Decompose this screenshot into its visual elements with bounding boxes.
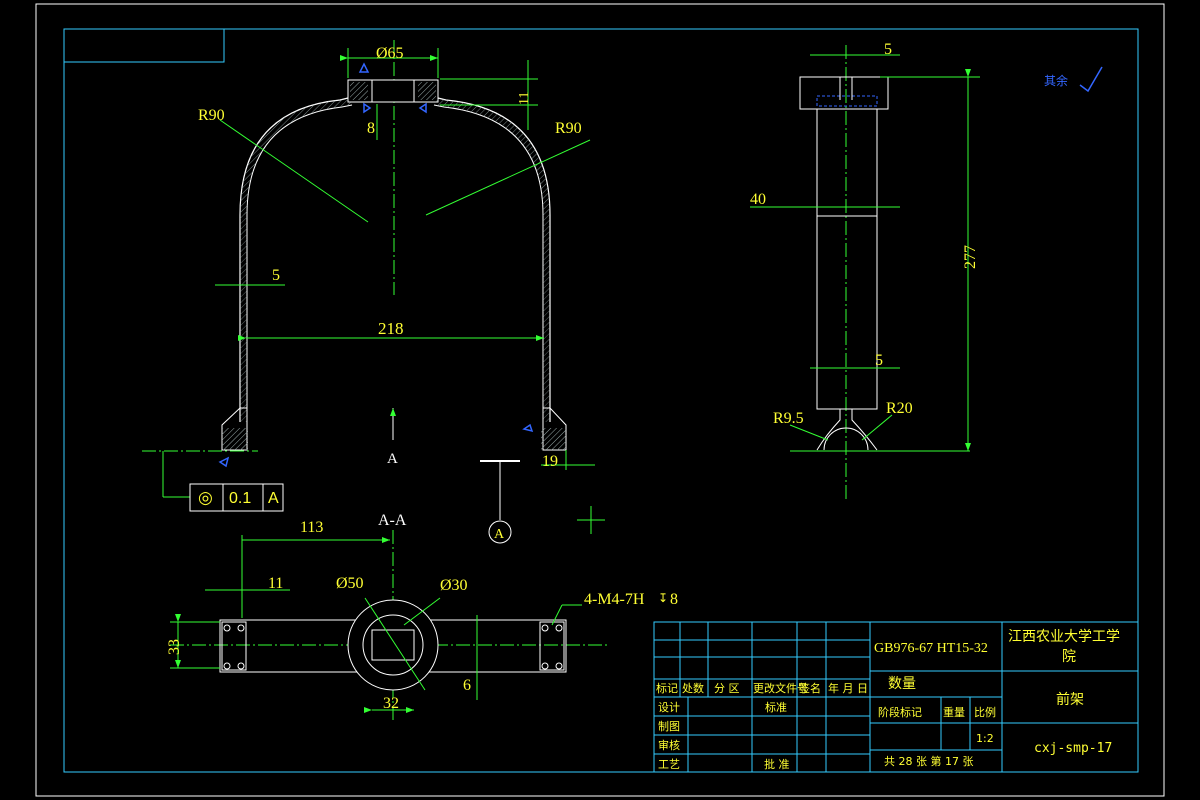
- section-title: A-A: [378, 512, 407, 529]
- front-view: [142, 40, 595, 544]
- sec-thread: 4-M4-7H: [584, 591, 645, 608]
- side-dim-bottom5: 5: [875, 352, 883, 369]
- dim-8: 8: [367, 120, 375, 137]
- gdt-datum: A: [268, 490, 279, 507]
- dim-top-dia: Ø65: [376, 45, 404, 62]
- tb-school-2: 院: [1062, 649, 1076, 665]
- gdt-symbol: ◎: [198, 488, 213, 508]
- tb-qty: 数量: [888, 676, 916, 692]
- tb-approve: 批 准: [764, 757, 790, 771]
- section-view: [170, 506, 610, 720]
- tb-material: GB976-67 HT15-32: [874, 641, 988, 656]
- tb-scale-label: 比例: [974, 705, 996, 719]
- tb-rev-doc: 更改文件号: [753, 681, 808, 695]
- tb-drawing-no: cxj-smp-17: [1034, 741, 1112, 756]
- gdt-value: 0.1: [229, 490, 251, 507]
- tb-standard: 标准: [765, 700, 787, 714]
- tb-rev-count: 处数: [682, 682, 704, 695]
- sec-dim-33: 33: [166, 639, 183, 655]
- gdt-frame: [189, 483, 284, 512]
- outer-frame: [35, 3, 1165, 797]
- dim-r90-right: R90: [555, 120, 582, 137]
- dim-19: 19: [542, 453, 558, 470]
- side-dim-r20: R20: [886, 400, 913, 417]
- corner-box: [63, 28, 225, 63]
- sec-dim-32: 32: [383, 695, 399, 712]
- sec-dim-113: 113: [300, 519, 323, 536]
- side-dim-277: 277: [962, 245, 979, 269]
- sec-thread-depth: 8: [670, 591, 678, 608]
- side-dim-40: 40: [750, 191, 766, 208]
- datum-circle: [488, 520, 512, 544]
- tb-part-name: 前架: [1056, 691, 1084, 708]
- arch-outer: [239, 97, 551, 422]
- tb-review: 审核: [658, 738, 680, 752]
- datum-label: A: [494, 527, 505, 542]
- tb-rev-mark: 标记: [656, 681, 678, 695]
- tb-rev-sign: 签名: [799, 681, 821, 695]
- tb-process: 工艺: [658, 758, 680, 771]
- section-arrow-label: A: [387, 451, 398, 467]
- tb-rev-date: 年 月 日: [828, 681, 868, 695]
- tb-draw: 制图: [658, 720, 680, 733]
- sec-dim-o50: Ø50: [336, 575, 364, 592]
- roughness-note: 其余: [1044, 73, 1068, 88]
- arch-inner: [246, 104, 544, 422]
- side-view: [750, 45, 1103, 500]
- sec-dim-11: 11: [268, 575, 283, 592]
- side-dim-top5: 5: [884, 41, 892, 58]
- roughness-symbol: [1079, 66, 1103, 93]
- annotations: Ø65 11 8 R90 R90 5 218 19 A A ◎ 0.1 A 5 …: [166, 41, 1120, 771]
- inner-frame: [63, 28, 1139, 773]
- sec-dim-6: 6: [463, 677, 471, 694]
- title-block: [653, 621, 1139, 773]
- dim-11: 11: [517, 92, 532, 105]
- hub: [347, 79, 439, 103]
- depth-symbol: ↧: [658, 591, 668, 605]
- tb-stage: 阶段标记: [878, 705, 922, 719]
- dim-r90-left: R90: [198, 107, 225, 124]
- tb-sheets: 共 28 张 第 17 张: [884, 754, 973, 768]
- dim-5: 5: [272, 267, 280, 284]
- sec-dim-o30: Ø30: [440, 577, 468, 594]
- tb-rev-zone: 分 区: [714, 682, 740, 695]
- side-dim-r95: R9.5: [773, 410, 804, 427]
- tb-school: 江西农业大学工学: [1008, 629, 1120, 645]
- tb-scale: 1:2: [976, 732, 994, 745]
- tb-design: 设计: [658, 701, 680, 714]
- dim-218: 218: [378, 319, 404, 338]
- tb-weight: 重量: [943, 705, 965, 719]
